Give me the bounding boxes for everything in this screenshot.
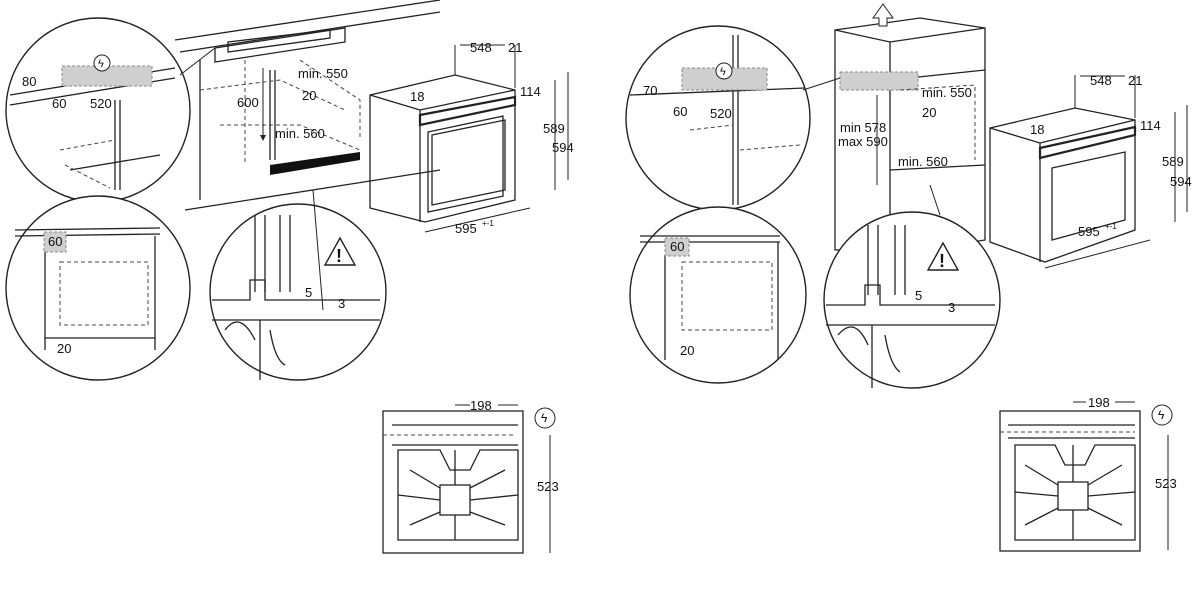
electric-connection-icon-glyph: ϟ: [98, 58, 104, 70]
left-cabinet-gap: 20: [302, 88, 316, 103]
left-detail-side: [5, 195, 191, 381]
warning-icon: [926, 241, 960, 271]
right-detail-top-w: 60: [673, 104, 687, 119]
right-plan-depth: 523: [1155, 476, 1177, 491]
left-detail-floor-a: 5: [305, 285, 312, 300]
right-detail-floor: [823, 211, 1001, 389]
right-column-installation: min 578 max 590 min. 550 20 min. 560 548…: [625, 3, 1192, 552]
right-cabinet-gap: 20: [922, 105, 936, 120]
right-oven-panel: 114: [1140, 118, 1161, 133]
electric-connection-icon: [93, 54, 111, 72]
right-oven-width: 595: [1078, 224, 1100, 239]
left-cabinet-width: min. 560: [275, 126, 325, 141]
electric-connection-icon: [715, 62, 733, 80]
electric-connection-icon-glyph: ϟ: [1158, 408, 1165, 422]
left-plan-offset: 198: [470, 398, 492, 413]
right-oven-tolerance: +-1: [1105, 222, 1117, 231]
left-detail-top: [5, 17, 191, 203]
left-detail-floor-b: 3: [338, 296, 345, 311]
left-plan-depth: 523: [537, 479, 559, 494]
right-oven-height-2: 594: [1170, 174, 1192, 189]
left-detail-floor: [209, 203, 387, 381]
left-oven-width: 595: [455, 221, 477, 236]
electric-connection-icon: [1151, 404, 1173, 426]
left-cabinet-depth: min. 550: [298, 66, 348, 81]
left-detail-top-h2: 520: [90, 96, 112, 111]
right-oven-body: [989, 107, 1137, 263]
right-oven-depth: 548: [1090, 73, 1112, 88]
left-cabinet-height: 600: [237, 95, 259, 110]
left-oven-top: 18: [410, 89, 424, 104]
right-detail-side-top: 60: [670, 239, 684, 254]
left-detail-top-h1: 80: [22, 74, 36, 89]
right-detail-top-h1: 70: [643, 83, 657, 98]
left-detail-side-bottom: 20: [57, 341, 71, 356]
warning-icon-glyph: !: [939, 251, 945, 271]
warning-icon-glyph: !: [336, 246, 342, 266]
left-oven-tolerance: +-1: [482, 219, 494, 228]
right-plan-offset: 198: [1088, 395, 1110, 410]
electric-connection-icon-glyph: ϟ: [720, 66, 726, 78]
right-detail-floor-a: 5: [915, 288, 922, 303]
right-detail-side: [629, 206, 807, 384]
left-detail-side-top: 60: [48, 234, 62, 249]
right-cabinet-max-height: max 590: [838, 134, 888, 149]
left-cabinet-body: [174, 0, 441, 211]
electric-connection-icon: [534, 407, 556, 429]
right-detail-side-bottom: 20: [680, 343, 694, 358]
right-cabinet-width: min. 560: [898, 154, 948, 169]
right-detail-top-h2: 520: [710, 106, 732, 121]
left-oven-panel: 114: [520, 84, 541, 99]
left-under-counter-installation: 600 min. 550 20 min. 560 548 21 18 114 5…: [5, 0, 574, 554]
left-detail-top-w: 60: [52, 96, 66, 111]
right-oven-top: 18: [1030, 122, 1044, 137]
vent-arrow-icon: [872, 3, 894, 27]
warning-icon: [323, 236, 357, 266]
left-oven-body: [369, 74, 517, 223]
right-cabinet-depth: min. 550: [922, 85, 972, 100]
right-detail-floor-b: 3: [948, 300, 955, 315]
right-cabinet-min-height: min 578: [840, 120, 886, 135]
right-oven-height-1: 589: [1162, 154, 1184, 169]
left-oven-depth: 548: [470, 40, 492, 55]
left-plan-view: [382, 410, 524, 554]
electric-connection-icon-glyph: ϟ: [541, 411, 548, 425]
left-oven-height-1: 589: [543, 121, 565, 136]
right-plan-view: [999, 410, 1141, 552]
